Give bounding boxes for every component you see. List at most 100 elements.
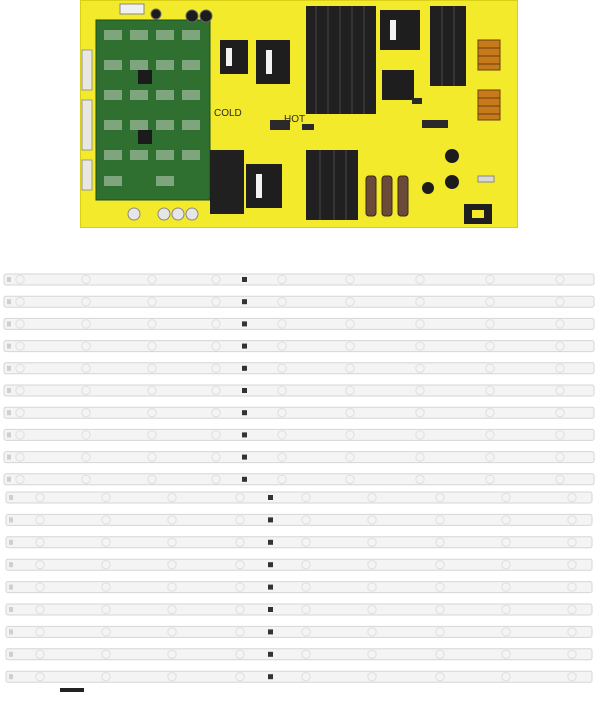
strip-connector <box>268 674 273 680</box>
led-lens <box>211 385 221 396</box>
led-lens <box>167 604 177 615</box>
led-lens <box>101 649 111 660</box>
led-lens <box>101 627 111 637</box>
led-lens <box>501 582 511 592</box>
led-strip-a <box>3 362 595 375</box>
led-lens <box>485 296 495 307</box>
led-lens <box>235 492 245 503</box>
led-lens <box>485 274 495 285</box>
led-lens <box>435 671 445 682</box>
led-lens <box>35 515 45 525</box>
led-lens <box>211 274 221 285</box>
led-lens <box>367 537 377 548</box>
strip-connector <box>268 539 273 545</box>
led-lens <box>211 363 221 374</box>
led-strip-a <box>3 406 595 419</box>
led-lens <box>15 385 25 396</box>
led-lens <box>235 649 245 660</box>
led-lens <box>147 274 157 285</box>
daughter-board <box>95 19 211 201</box>
led-lens <box>167 492 177 503</box>
led-lens <box>167 537 177 548</box>
strip-connector <box>268 629 273 635</box>
led-strip-a <box>3 428 595 441</box>
hot-side-label: HOT <box>284 114 305 125</box>
led-lens <box>485 385 495 396</box>
led-lens <box>211 319 221 329</box>
led-lens <box>435 582 445 592</box>
led-lens <box>501 559 511 570</box>
led-lens <box>167 671 177 682</box>
led-lens <box>435 649 445 660</box>
led-lens <box>345 452 355 462</box>
inductor-coils <box>477 39 501 121</box>
led-lens <box>147 341 157 351</box>
led-lens <box>345 319 355 329</box>
led-lens <box>415 430 425 440</box>
led-lens <box>485 319 495 329</box>
led-lens <box>277 296 287 307</box>
led-lens <box>81 296 91 307</box>
electrolytic-capacitors <box>365 175 409 217</box>
ac-input-connector <box>464 175 495 224</box>
led-lens <box>35 604 45 615</box>
led-lens <box>277 341 287 351</box>
led-lens <box>81 474 91 485</box>
led-lens <box>81 341 91 351</box>
led-lens <box>567 582 577 592</box>
led-lens <box>435 537 445 548</box>
led-strip-a <box>3 340 595 353</box>
strip-connector <box>268 495 273 500</box>
led-lens <box>211 296 221 307</box>
led-strip-b <box>5 558 593 571</box>
led-lens <box>235 671 245 682</box>
led-lens <box>81 407 91 418</box>
strip-connector <box>242 299 247 305</box>
led-lens <box>301 604 311 615</box>
led-lens <box>415 296 425 307</box>
led-lens <box>301 515 311 525</box>
led-lens <box>277 474 287 485</box>
strip-connector <box>242 432 247 438</box>
led-lens <box>147 319 157 329</box>
led-lens <box>567 671 577 682</box>
led-lens <box>501 649 511 660</box>
led-lens <box>277 407 287 418</box>
led-strip-b <box>5 536 593 549</box>
led-lens <box>277 274 287 285</box>
led-lens <box>345 407 355 418</box>
led-lens <box>345 474 355 485</box>
strip-connector <box>268 562 273 568</box>
led-lens <box>567 537 577 548</box>
led-lens <box>147 474 157 485</box>
transformers <box>220 10 420 208</box>
led-lens <box>301 649 311 660</box>
led-lens <box>101 671 111 682</box>
led-lens <box>435 515 445 525</box>
led-lens <box>567 559 577 570</box>
led-lens <box>211 341 221 351</box>
strip-connector <box>268 651 273 657</box>
led-lens <box>415 274 425 285</box>
strip-connector <box>242 321 247 327</box>
led-lens <box>147 407 157 418</box>
led-lens <box>367 649 377 660</box>
strip-connector <box>242 365 247 371</box>
led-lens <box>501 515 511 525</box>
bottom-capacitors <box>127 207 199 221</box>
led-lens <box>147 452 157 462</box>
led-lens <box>167 627 177 637</box>
led-lens <box>301 627 311 637</box>
led-lens <box>277 319 287 329</box>
led-lens <box>415 452 425 462</box>
led-lens <box>567 649 577 660</box>
led-lens <box>415 363 425 374</box>
led-lens <box>555 319 565 329</box>
led-lens <box>81 319 91 329</box>
led-lens <box>235 582 245 592</box>
led-lens <box>81 385 91 396</box>
led-lens <box>555 407 565 418</box>
led-lens <box>235 537 245 548</box>
top-capacitors <box>150 8 213 23</box>
led-lens <box>415 341 425 351</box>
